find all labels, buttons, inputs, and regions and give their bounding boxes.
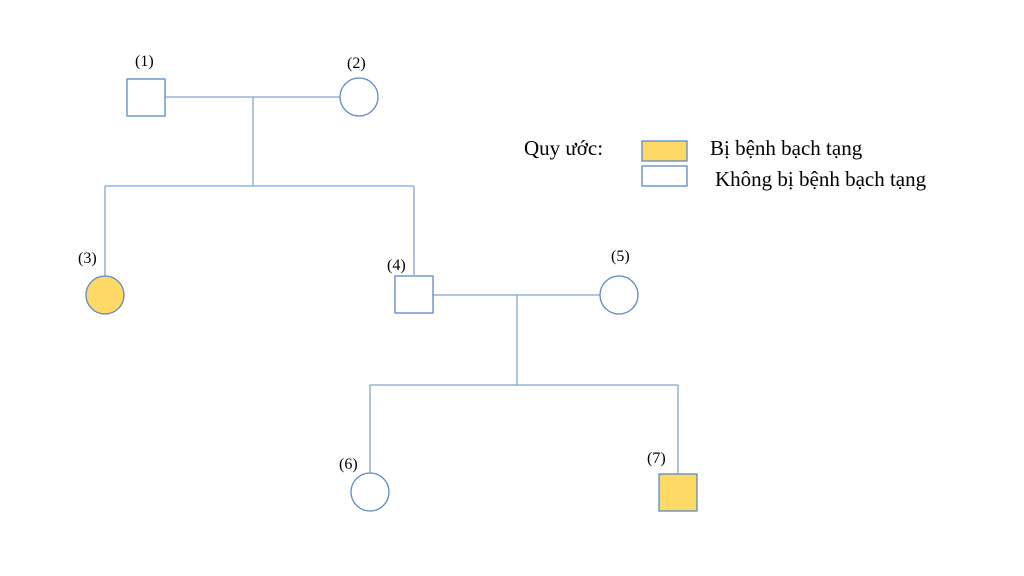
- individual-7-male-affected: [658, 473, 698, 512]
- label-individual-6: (6): [339, 456, 358, 473]
- legend-affected-label: Bị bệnh bạch tạng: [710, 136, 863, 160]
- individual-6-female: [350, 472, 390, 512]
- individual-3-female-affected: [85, 275, 125, 315]
- label-individual-1: (1): [135, 53, 154, 70]
- legend: Quy ước: Bị bệnh bạch tạng Không bị bệnh…: [524, 136, 927, 191]
- legend-title: Quy ước:: [524, 136, 603, 160]
- pedigree-individuals: [85, 77, 698, 512]
- legend-unaffected-swatch: [641, 165, 688, 187]
- individual-labels: (1) (2) (3) (4) (5) (6) (7): [78, 53, 666, 473]
- label-individual-5: (5): [611, 248, 630, 265]
- individual-1-male: [126, 78, 166, 117]
- individual-5-female: [599, 275, 639, 315]
- label-individual-3: (3): [78, 250, 97, 267]
- individual-4-male: [394, 275, 434, 314]
- label-individual-7: (7): [647, 450, 666, 467]
- label-individual-2: (2): [347, 55, 366, 72]
- legend-unaffected-label: Không bị bệnh bạch tạng: [715, 167, 927, 191]
- label-individual-4: (4): [387, 257, 406, 274]
- individual-2-female: [339, 77, 379, 117]
- pedigree-lines: [104, 96, 679, 474]
- legend-affected-swatch: [641, 140, 688, 162]
